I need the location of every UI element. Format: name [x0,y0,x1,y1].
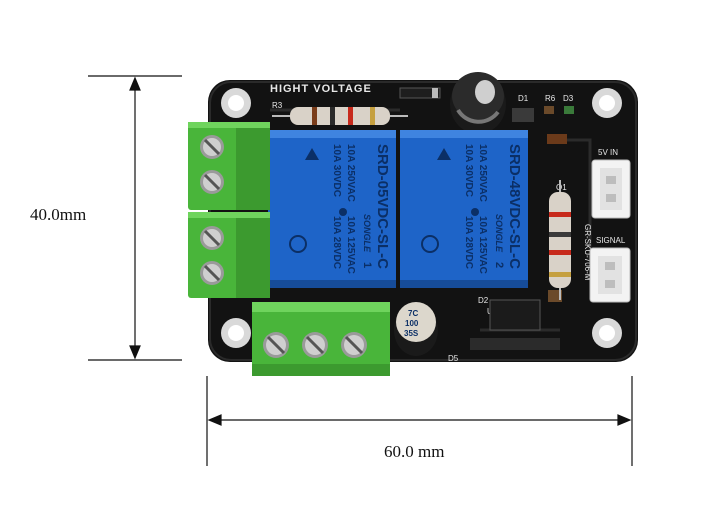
relay-2-brand: SONGLE [494,214,504,253]
connector-signal [589,247,631,303]
silk-r6: R6 [545,94,556,103]
cert-mark-icon [289,235,307,253]
relay-2-rating-3: 10A 125VAC [477,216,488,274]
relay-1: SRD-05VDC-SL-C 10A 250VAC 10A 125VAC 10A… [268,130,396,288]
capacitor-bottom: 7C 100 35S [394,302,438,356]
screw-icon [200,170,224,194]
diode-d4 [399,87,441,99]
songle-logo-icon [437,148,451,160]
terminal-block-left-top [188,122,270,210]
cert-mark-icon [421,235,439,253]
silk-r3: R3 [272,101,283,110]
screw-icon [263,332,289,358]
capacitor-label-3: 35S [404,329,419,338]
silk-d3: D3 [563,94,574,103]
relay-1-rating-4: 10A 28VDC [331,216,342,269]
silkscreen-title: HIGHT VOLTAGE [270,83,372,95]
screw-icon [302,332,328,358]
silk-signal: SIGNAL [596,236,626,245]
relay-1-model: SRD-05VDC-SL-C [374,144,391,269]
mounting-hole-icon [221,88,251,118]
height-dimension-label: 40.0mm [30,205,87,224]
mounting-hole-icon [592,88,622,118]
screw-icon [200,261,224,285]
terminal-block-bottom [252,302,390,376]
silk-d2: D2 [478,296,489,305]
screw-icon [200,226,224,250]
connector-5v-in [591,159,631,219]
terminal-block-left-bottom [188,212,270,298]
width-dimension [206,376,633,466]
capacitor-top [450,72,506,134]
capacitor-label-2: 100 [405,319,419,328]
resistor-right [549,180,571,300]
resistor-top [272,107,408,125]
relay-1-rating-1: 10A 250VAC [345,144,356,202]
silk-d5: D5 [448,354,459,363]
relay-1-rating-2: 10A 30VDC [331,144,342,197]
relay-2-model: SRD-48VDC-SL-C [506,144,523,269]
screw-icon [200,135,224,159]
smd-components [470,106,574,350]
relay-2-rating-4: 10A 28VDC [463,216,474,269]
screw-icon [341,332,367,358]
relay-dot-icon [471,208,479,216]
relay-2-rating-2: 10A 30VDC [463,144,474,197]
silk-q1: Q1 [556,183,567,192]
relay-dot-icon [339,208,347,216]
mounting-hole-icon [592,318,622,348]
relay-2-rating-1: 10A 250VAC [477,144,488,202]
height-dimension [88,75,182,361]
width-dimension-label: 60.0 mm [384,442,445,461]
relay-1-number: 1 [361,262,373,268]
mounting-hole-icon [221,318,251,348]
silk-model: GR-SKU-706-M [583,224,592,281]
relay-1-brand: SONGLE [362,214,372,253]
silk-5v-in: 5V IN [598,148,618,157]
relay-2-number: 2 [493,262,505,268]
capacitor-label-1: 7C [408,309,418,318]
relay-1-rating-3: 10A 125VAC [345,216,356,274]
relay-2: SRD-48VDC-SL-C 10A 250VAC 10A 125VAC 10A… [400,130,528,288]
songle-logo-icon [305,148,319,160]
silk-d1: D1 [518,94,529,103]
